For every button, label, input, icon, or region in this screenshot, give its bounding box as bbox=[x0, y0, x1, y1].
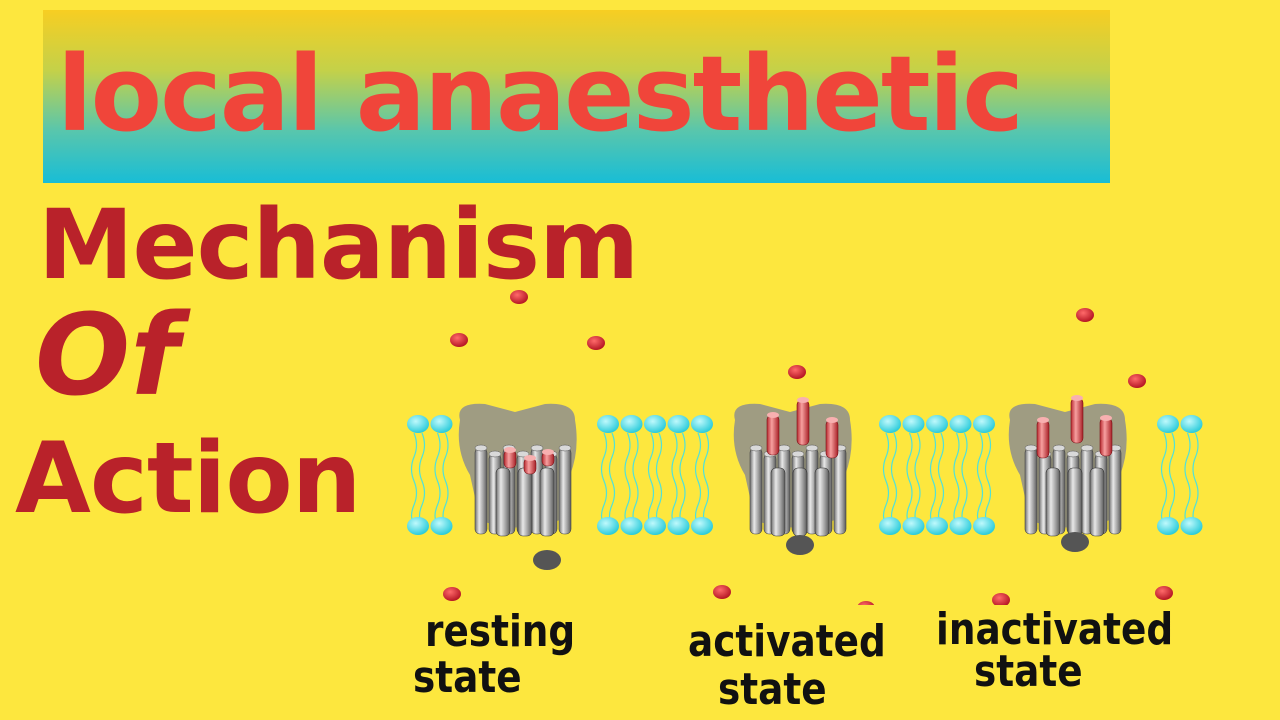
sodium-channel bbox=[458, 403, 577, 570]
voltage-sensor bbox=[825, 419, 839, 459]
lipid-head bbox=[902, 415, 925, 433]
voltage-sensor bbox=[1036, 419, 1050, 459]
label-inactivated-line1: inactivated bbox=[936, 604, 1174, 655]
sodium-ion bbox=[713, 585, 731, 599]
lipid-head bbox=[949, 415, 972, 433]
inactivation-gate bbox=[533, 550, 561, 570]
lipid-head bbox=[926, 517, 948, 535]
channel-helix bbox=[1024, 447, 1038, 535]
channel-helix bbox=[495, 467, 511, 537]
lipid-segment bbox=[407, 415, 453, 535]
label-resting-line1: resting bbox=[425, 606, 576, 657]
lipid-head bbox=[691, 415, 713, 433]
lipid-head bbox=[597, 517, 619, 535]
sodium-channel bbox=[733, 397, 852, 555]
lipid-head bbox=[902, 517, 925, 535]
sodium-ion bbox=[1076, 308, 1094, 322]
lipid-head bbox=[430, 517, 453, 535]
channel-helix bbox=[749, 447, 763, 535]
sodium-ion bbox=[857, 601, 875, 605]
lipid-segment bbox=[597, 415, 713, 535]
label-inactivated-line2: state bbox=[974, 646, 1083, 697]
lipid-head bbox=[1180, 517, 1203, 535]
sodium-ion bbox=[443, 587, 461, 601]
subtitle-action: Action bbox=[15, 422, 361, 536]
lipid-head bbox=[973, 415, 995, 433]
voltage-sensor bbox=[766, 414, 780, 456]
label-activated-line1: activated bbox=[688, 616, 886, 667]
lipid-segment bbox=[1157, 415, 1203, 535]
page-title: local anaesthetic bbox=[57, 33, 1024, 155]
channel-helix bbox=[517, 467, 533, 537]
sodium-channels bbox=[458, 395, 1127, 570]
lipid-head bbox=[949, 517, 972, 535]
channel-helix bbox=[1108, 447, 1122, 535]
label-activated-line2: state bbox=[718, 664, 827, 715]
lipid-head bbox=[973, 517, 995, 535]
channel-helix bbox=[770, 467, 786, 537]
voltage-sensor bbox=[1070, 397, 1084, 444]
lipid-head bbox=[407, 415, 429, 433]
channel-helix bbox=[539, 467, 555, 537]
channel-helix bbox=[1089, 467, 1105, 537]
inactivation-gate bbox=[786, 535, 814, 555]
lipid-bilayer bbox=[407, 415, 1203, 535]
channel-helix bbox=[833, 447, 847, 535]
lipid-head bbox=[1157, 415, 1179, 433]
channel-helix bbox=[814, 467, 830, 537]
subtitle-of: Of bbox=[35, 291, 179, 421]
lipid-head bbox=[1180, 415, 1203, 433]
sodium-ion bbox=[450, 333, 468, 347]
sodium-ion bbox=[1128, 374, 1146, 388]
sodium-ion bbox=[788, 365, 806, 379]
label-resting-line2: state bbox=[413, 652, 522, 703]
lipid-head bbox=[430, 415, 453, 433]
channel-helix bbox=[474, 447, 488, 535]
lipid-segment bbox=[879, 415, 995, 535]
sodium-ion bbox=[510, 290, 528, 304]
channel-helix bbox=[1045, 467, 1061, 537]
lipid-head bbox=[620, 517, 643, 535]
lipid-head bbox=[644, 415, 666, 433]
sodium-ions bbox=[443, 290, 1173, 605]
title-banner: local anaesthetic bbox=[43, 10, 1110, 183]
lipid-head bbox=[879, 415, 901, 433]
lipid-head bbox=[1157, 517, 1179, 535]
channel-helix bbox=[792, 467, 808, 537]
sodium-ion bbox=[992, 593, 1010, 605]
sodium-ion bbox=[587, 336, 605, 350]
lipid-head bbox=[926, 415, 948, 433]
voltage-sensor bbox=[796, 399, 810, 446]
lipid-head bbox=[667, 517, 690, 535]
inactivation-gate bbox=[1061, 532, 1089, 552]
subtitle-mechanism: Mechanism bbox=[38, 189, 639, 301]
sodium-ion bbox=[1155, 586, 1173, 600]
lipid-head bbox=[667, 415, 690, 433]
lipid-head bbox=[407, 517, 429, 535]
lipid-head bbox=[620, 415, 643, 433]
channel-helix bbox=[1067, 467, 1083, 537]
voltage-sensor bbox=[1099, 417, 1113, 457]
lipid-head bbox=[597, 415, 619, 433]
lipid-head bbox=[644, 517, 666, 535]
sodium-channel-diagram bbox=[407, 290, 1203, 605]
lipid-head bbox=[879, 517, 901, 535]
sodium-channel bbox=[1008, 395, 1127, 552]
channel-helix bbox=[558, 447, 572, 535]
lipid-head bbox=[691, 517, 713, 535]
